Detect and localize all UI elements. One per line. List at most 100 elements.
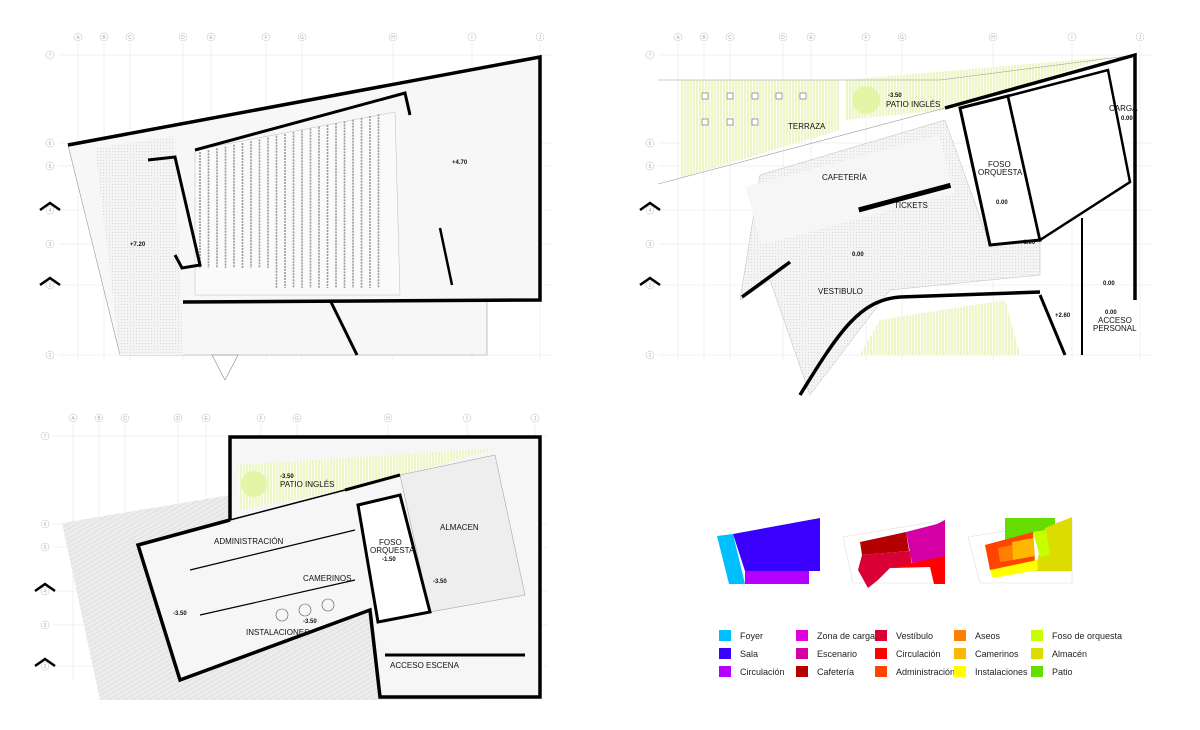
grid-label-column: D [781,35,785,41]
terrace-table [726,118,734,126]
legend-label: Almacén [1052,648,1088,659]
level-stage: +4.70 [452,160,468,166]
label-terraza: TERRAZA [788,122,826,131]
stage-side-wall [438,227,454,286]
patio-ingles-zone [845,57,1110,120]
legend-label: Foyer [740,630,764,641]
grid-bubble-row [645,239,655,249]
foso-orquesta-room [356,493,432,624]
legend-item: Patio [1031,666,1073,677]
section-mark-icon [39,276,61,287]
grid-bubble-row [45,350,55,360]
section-mark-icon [34,582,56,593]
grid-bubble-column [861,32,871,42]
legend-swatch [796,630,808,641]
label-acceso: ACCESO [1098,316,1132,325]
outer-wall [67,54,542,304]
grid-bubble-column [467,32,477,42]
level-plus-100: +1.00 [1020,240,1036,246]
grid-bubble-column [206,32,216,42]
grid-label-row: 5 [44,545,47,551]
grid-label-column: G [300,35,304,41]
grid-label-column: B [702,35,706,41]
label-camerinos: CAMERINOS [303,574,351,583]
grid-label-column: B [102,35,106,41]
exterior-garden [860,300,1020,355]
grid-label-row: 4 [44,589,47,595]
label-orquesta: ORQUESTA [370,546,415,555]
legend-label: Vestíbulo [896,630,934,641]
grid-label-column: G [295,416,299,422]
legend-item: Circulación [719,666,785,677]
grid-bubble-column [292,413,302,423]
grid-label-column: J [539,35,542,41]
carga-room [1006,68,1132,243]
grid-label-row: 6 [49,141,52,147]
grid-label-column: F [259,416,262,422]
grid-label-column: E [209,35,213,41]
grid-bubble-column [897,32,907,42]
terrace-table [775,92,783,100]
grid-bubble-column [68,413,78,423]
plan-ground-level: TERRAZA -3.50 PATIO INGLÉS CAFETERÍA TIC… [657,52,1138,396]
grid-label-column: E [204,416,208,422]
grid-label-column: F [264,35,267,41]
grid-label-column: C [728,35,732,41]
grid-bubble-row [645,50,655,60]
legend-item: Sala [719,648,758,659]
grid-bubble-row [40,620,50,630]
legend-swatch [875,648,887,659]
legend-item: Foyer [719,630,763,641]
grid-bubble-column [383,413,393,423]
terrace-table [751,92,759,100]
level-foso: 0.00 [996,200,1008,206]
grid-bubble-column [462,413,472,423]
grid-bubble-row [45,205,55,215]
grid-bubble-column [1135,32,1145,42]
level-plus-260: +2.60 [1055,313,1071,319]
diagonal-wall [328,299,359,356]
grid-label-row: 5 [49,164,52,170]
almacen-room [399,454,526,613]
grid-bubble-column [173,413,183,423]
grid-label-column: J [1139,35,1142,41]
grid-label-row: 1 [649,353,652,359]
terrace-edge [657,107,946,185]
legend-swatch [875,666,887,677]
level-foso: -1.50 [382,557,396,563]
legend-swatch [1031,648,1043,659]
grid-bubble-column [673,32,683,42]
legend-swatch [719,648,731,659]
label-patio-ingles: PATIO INGLÉS [886,100,940,109]
legend-swatch [719,666,731,677]
grid-bubble-row [645,205,655,215]
label-tickets: TICKETS [894,201,928,210]
grid-label-column: A [76,35,80,41]
level-patio: -3.50 [888,93,902,99]
legend-item: Aseos [954,630,1000,641]
grid-label-column: E [809,35,813,41]
patio-wall [344,473,401,492]
seat-rows [199,114,380,288]
legend-label: Camerinos [975,648,1019,659]
legend-swatch [719,630,731,641]
grid-label-column: F [864,35,867,41]
grid-label-column: H [391,35,395,41]
label-personal: PERSONAL [1093,324,1137,333]
grid-bubble-column [699,32,709,42]
legend-label: Patio [1052,666,1073,677]
grid-label-row: 2 [49,283,52,289]
section-mark-icon [639,276,661,287]
grid-bubble-row [40,542,50,552]
label-cafeteria: CAFETERÍA [822,173,868,182]
legend-label: Cafetería [817,666,855,677]
section-mark-icon [639,201,661,212]
level-almacen: -3.50 [433,579,447,585]
label-acceso-escena: ACCESO ESCENA [390,661,460,670]
grid-bubble-column [530,413,540,423]
grid-label-column: G [900,35,904,41]
grid-label-row: 4 [649,208,652,214]
level-vestibulo: 0.00 [852,252,864,258]
legend-swatch [875,630,887,641]
stair-core-wall [147,155,202,270]
